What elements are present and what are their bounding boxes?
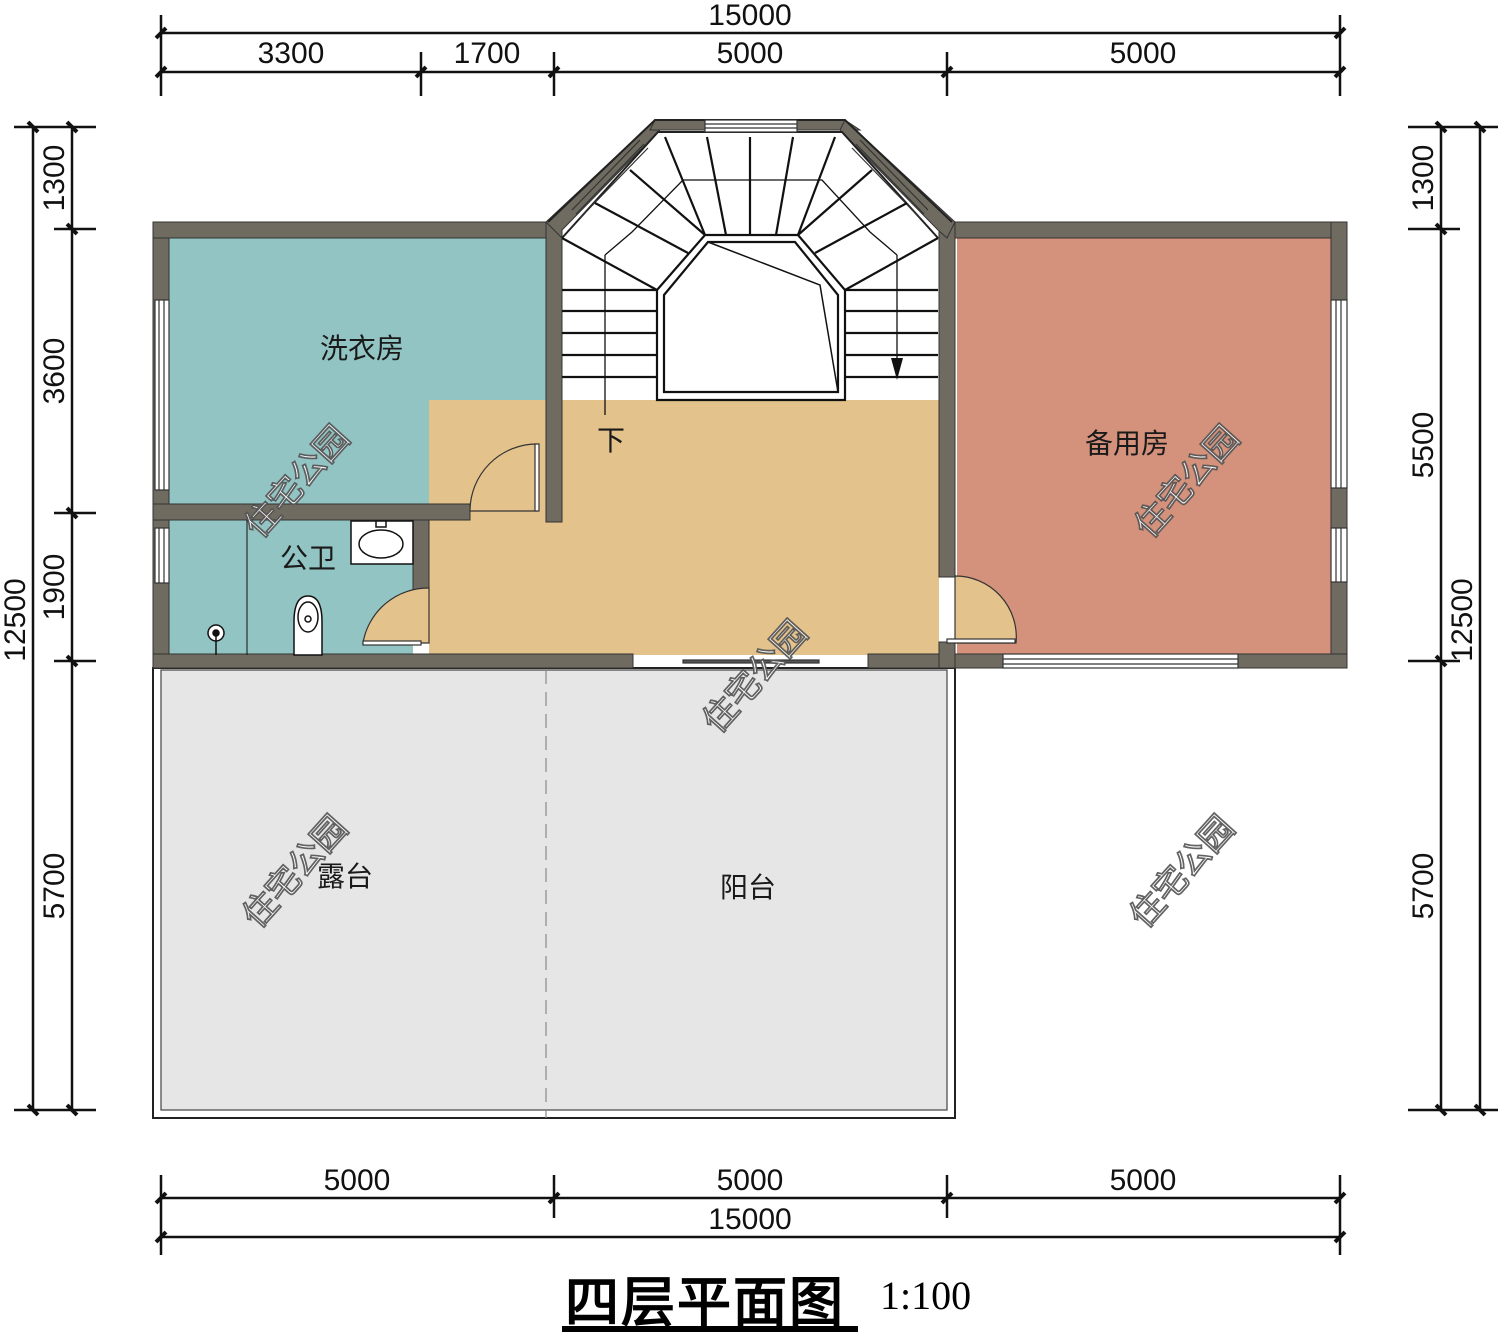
top-dimension-1: 3300 [258,37,325,70]
windows [154,119,1348,669]
terrace-label: 露台 [317,860,373,893]
balcony-label: 阳台 [720,871,776,904]
bottom-dimension-1: 5000 [324,1164,391,1197]
left-dimension-2: 3600 [38,338,71,405]
top-total-dimension: 15000 [708,0,791,32]
top-dimension-4: 5000 [1110,37,1177,70]
hall-floor [429,400,939,655]
top-dimension-2: 1700 [454,37,521,70]
drawing-title: 四层平面图 [565,1270,845,1334]
laundry-room-label: 洗衣房 [320,332,404,365]
top-dimension-3: 5000 [717,37,784,70]
terrace-balcony-area [152,667,956,1119]
left-total-dimension: 12500 [0,578,32,661]
stair-down-label: 下 [597,424,625,457]
left-dimension-3: 1900 [38,554,71,621]
drawing-scale: 1:100 [880,1273,972,1318]
bottom-dimension-2: 5000 [717,1164,784,1197]
doors [362,443,1017,664]
title-underline [562,1326,858,1332]
left-dimension-lines [14,120,96,1117]
right-dimension-lines [1408,120,1498,1117]
bottom-dimension-lines [154,1175,1347,1255]
bathroom-fixtures [207,520,414,656]
spare-room-label: 备用房 [1085,427,1169,460]
top-dimension-lines [154,15,1347,96]
staircase [561,136,939,415]
right-dimension-1: 1300 [1407,145,1440,212]
bottom-dimension-3: 5000 [1110,1164,1177,1197]
watermark: 住宅公园 [1122,808,1243,936]
right-dimension-3: 5700 [1407,853,1440,920]
bathroom-label: 公卫 [280,542,336,575]
bottom-total-dimension: 15000 [708,1203,791,1236]
right-total-dimension: 12500 [1446,578,1479,661]
right-dimension-2: 5500 [1407,412,1440,479]
stair-direction-arrow-icon [891,358,903,380]
left-dimension-4: 5700 [38,853,71,920]
left-dimension-1: 1300 [38,145,71,212]
spare-room-floor [957,238,1331,654]
